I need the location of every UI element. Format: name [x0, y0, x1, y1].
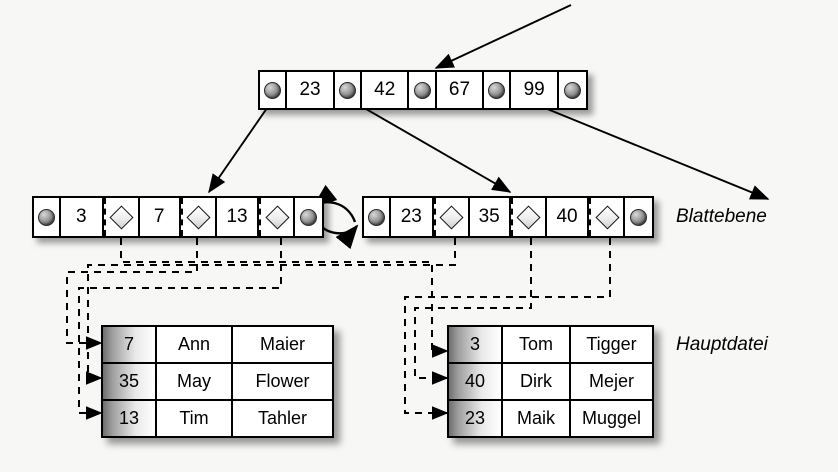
record-firstname-cell: Tim: [157, 401, 233, 436]
node-pointer-cell[interactable]: [484, 72, 512, 108]
node-pointer-bead[interactable]: [367, 208, 385, 226]
node-key-cell: 3: [60, 198, 104, 236]
node-key-cell: 99: [511, 72, 559, 108]
caption-main-file: Hauptdatei: [676, 334, 768, 355]
record-key-cell: 7: [103, 327, 157, 362]
record-lastname-cell: Tahler: [257, 408, 308, 428]
node-key-cell: 67: [436, 72, 485, 108]
node-key-cell: 42: [362, 72, 410, 108]
record-lastname-cell: Tigger: [586, 334, 637, 354]
node-key-cell: 23: [287, 72, 335, 108]
record-pointer-cell[interactable]: [180, 198, 217, 236]
record-firstname-cell: Dirk: [503, 364, 571, 399]
node-pointer-bead[interactable]: [300, 208, 318, 226]
root-index-node[interactable]: 23 42 67 99: [258, 70, 588, 110]
record-pointer-cell[interactable]: [259, 198, 296, 236]
record-lastname-cell: Maier: [259, 334, 305, 354]
record-pointer-cell[interactable]: [589, 198, 626, 236]
record-pointer-diamond-icon[interactable]: [516, 204, 541, 230]
record-pointer-diamond-icon[interactable]: [595, 204, 620, 230]
record-pointer-cell[interactable]: [510, 198, 547, 236]
node-pointer-cell[interactable]: [334, 72, 363, 108]
node-pointer-bead[interactable]: [413, 81, 431, 99]
record-key-cell: 3: [449, 327, 503, 362]
record-pointer-cell[interactable]: [103, 198, 140, 236]
node-key-cell: 23: [390, 198, 434, 236]
record-firstname-cell: May: [157, 364, 233, 399]
record-key-cell: 23: [449, 401, 503, 436]
node-pointer-cell[interactable]: [34, 198, 61, 236]
record-firstname-cell: Maik: [503, 401, 571, 436]
node-pointer-bead[interactable]: [630, 208, 648, 226]
node-pointer-bead[interactable]: [37, 208, 55, 226]
arrow-into-root: [434, 4, 572, 69]
record-pointer-diamond-icon[interactable]: [109, 204, 134, 230]
record-pointer-diamond-icon[interactable]: [439, 204, 464, 230]
record-pointer-diamond-icon[interactable]: [265, 204, 290, 230]
node-pointer-cell[interactable]: [364, 198, 391, 236]
node-pointer-bead[interactable]: [488, 81, 506, 99]
node-pointer-cell[interactable]: [409, 72, 437, 108]
arrow-root-to-left-leaf: [208, 97, 275, 194]
record-firstname-cell: Ann: [157, 327, 233, 362]
node-key-cell: 40: [546, 198, 590, 236]
record-lastname-cell: Flower: [255, 371, 310, 391]
node-pointer-bead[interactable]: [563, 81, 581, 99]
node-pointer-cell[interactable]: [625, 198, 653, 236]
node-pointer-cell[interactable]: [260, 72, 288, 108]
arrow-root-to-right-subtree: [512, 94, 770, 200]
record-key-cell: 40: [449, 364, 503, 399]
node-key-cell: 7: [139, 198, 181, 236]
leaf-node-right[interactable]: 23 35 40: [362, 196, 654, 238]
record-key-cell: 35: [103, 364, 157, 399]
node-pointer-bead[interactable]: [338, 81, 356, 99]
node-pointer-cell[interactable]: [295, 198, 323, 236]
record-firstname-cell: Tom: [503, 327, 571, 362]
record-lastname-cell: Mejer: [588, 371, 634, 391]
record-lastname-cell: Muggel: [581, 408, 642, 428]
node-pointer-cell[interactable]: [558, 72, 586, 108]
record-pointer-diamond-icon[interactable]: [186, 204, 211, 230]
record-key-cell: 13: [103, 401, 157, 436]
node-key-cell: 35: [469, 198, 511, 236]
record-pointer-cell[interactable]: [433, 198, 470, 236]
caption-leaf-level: Blattebene: [676, 206, 767, 227]
arrow-root-to-right-leaf: [346, 97, 512, 193]
node-pointer-bead[interactable]: [264, 81, 282, 99]
node-key-cell: 13: [216, 198, 260, 236]
